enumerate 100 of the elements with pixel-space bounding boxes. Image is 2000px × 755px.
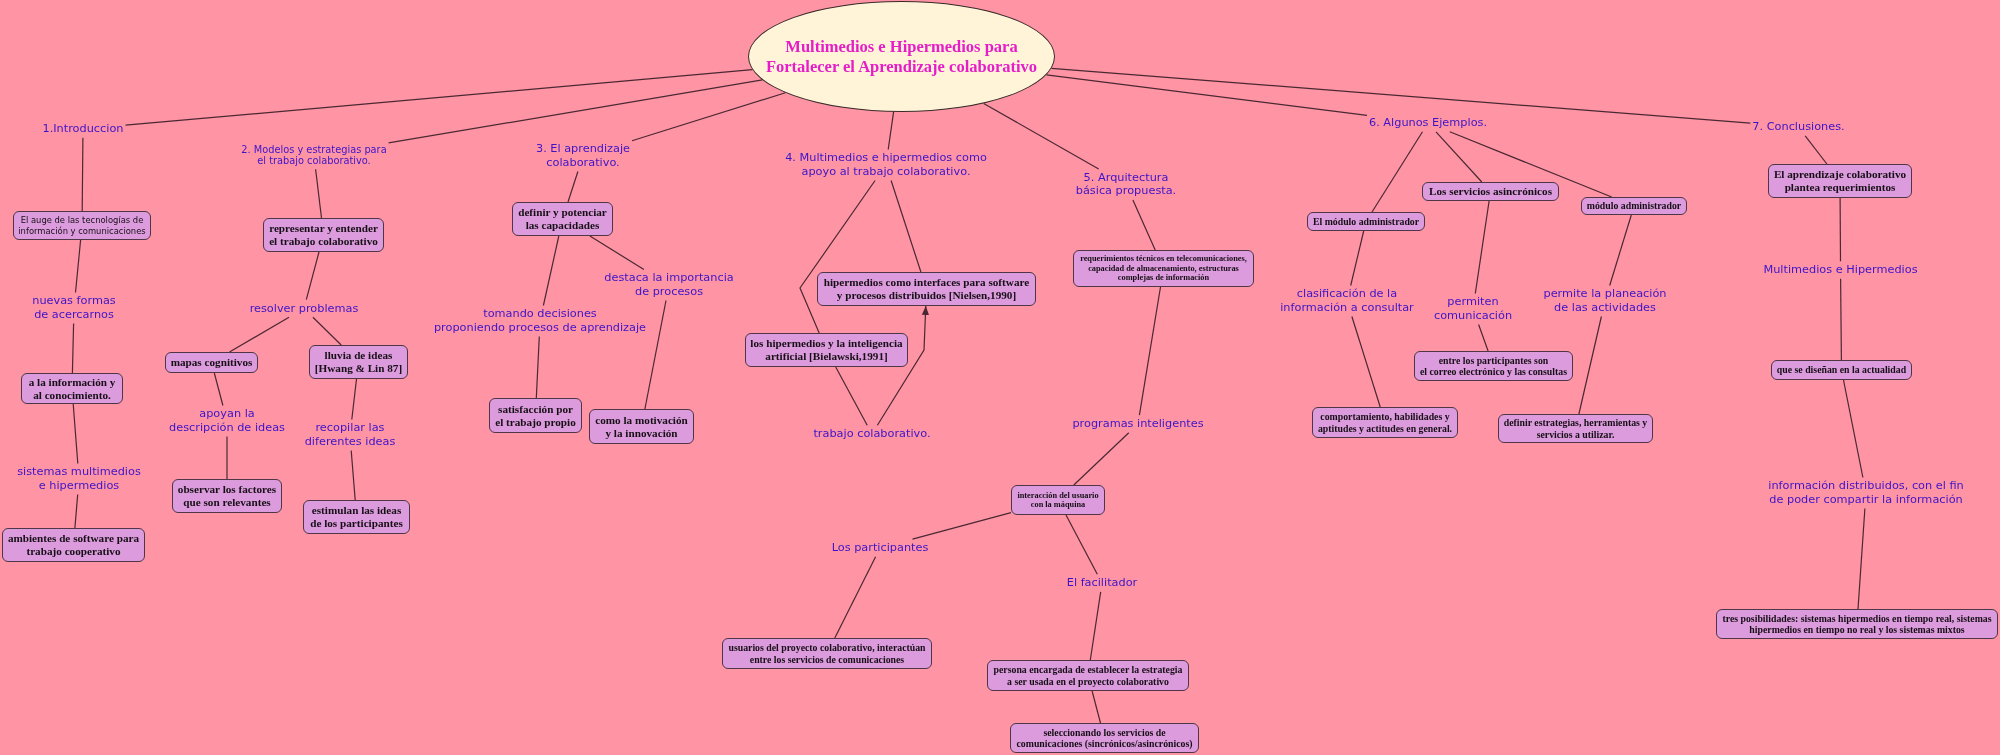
connector-line [834, 556, 877, 639]
concept-box [1010, 723, 1199, 753]
connector-line [1842, 379, 1864, 479]
concept-box [589, 409, 694, 444]
concept-text: entre los participantes son el correo electrónico y las consultas [1420, 354, 1567, 378]
connector-line [1609, 214, 1632, 287]
concept-text: ambientes de software para trabajo cooperativo [7, 532, 140, 558]
concept-text: como la motivación y la innovación [595, 413, 688, 440]
connector-line [1804, 135, 1828, 165]
concept-text: requerimientos técnicos en telecomunicaciones, capacidad de almacenamiento, estructuras complejas de información [1080, 254, 1247, 283]
concept-box [1307, 212, 1425, 231]
linking-phrase: apoyan la descripción de ideas [169, 407, 285, 435]
linking-phrase: 1.Introduccion [42, 122, 124, 136]
linking-phrase: trabajo colaborativo. [813, 427, 931, 441]
concept-box [13, 211, 151, 240]
concept-text: representar y entender el trabajo colaborativo [269, 222, 378, 248]
connector-line [1435, 131, 1483, 183]
concept-box [1422, 182, 1559, 201]
linking-phrase: información distribuidos, con el fin de poder compartir la información [1768, 479, 1964, 507]
concept-box [722, 638, 932, 669]
concept-text: definir estrategias, herramientas y servicios a utilizar. [1503, 417, 1648, 440]
linking-phrase: El facilitador [1066, 576, 1138, 590]
concept-box [1771, 360, 1912, 380]
linking-phrase: destaca la importancia de procesos [604, 271, 734, 299]
connector-line [1839, 197, 1842, 262]
concept-text: El auge de las tecnologías de información y comunicaciones [18, 215, 146, 236]
connector-line [72, 403, 79, 465]
concept-text: seleccionando los servicios de comunicaciones (sincrónicos/asincrónicos) [1016, 726, 1193, 750]
linking-phrase: 2. Modelos y estrategias para el trabajo colaborativo. [241, 143, 387, 168]
concept-box [303, 500, 410, 534]
linking-phrase: permite la planeación de las actividades [1543, 287, 1667, 315]
connector-line [644, 299, 667, 410]
connector-line [351, 378, 358, 421]
connector-line [228, 316, 290, 353]
concept-text: mapas cognitivos [170, 356, 253, 369]
concept-box [21, 373, 123, 404]
connector-line [74, 239, 82, 294]
linking-phrase: resolver problemas [249, 301, 359, 316]
concept-box [1011, 485, 1105, 515]
concept-text: interacción del usuario con la máquina [1017, 490, 1099, 510]
connector-line [535, 335, 540, 399]
concept-text: definir y potenciar las capacidades [518, 206, 607, 232]
concept-box [263, 218, 384, 252]
concept-box [165, 352, 258, 373]
concept-text: lluvia de ideas [Hwang & Lin 87] [314, 349, 403, 375]
concept-text: observar los factores que son relevantes [177, 483, 277, 509]
concept-box [1581, 197, 1687, 215]
connector-line [567, 170, 579, 203]
concept-text: estimulan las ideas de los participantes [310, 504, 403, 530]
connector-line [71, 322, 75, 374]
connector-line [983, 102, 1100, 170]
linking-phrase: Los participantes [831, 541, 929, 555]
connector-line [305, 251, 320, 301]
connector-line [1138, 286, 1162, 416]
linking-phrase: permiten comunicación [1433, 295, 1513, 323]
connector-line [124, 69, 753, 126]
connector-line [1132, 199, 1156, 251]
concept-box [489, 398, 582, 433]
concept-box [987, 660, 1189, 691]
topic-title: Multimedios e Hipermedios para Fortalecer el Aprendizaje colaborativo [765, 36, 1038, 77]
concept-box [512, 202, 613, 236]
concept-text: El módulo administrador [1312, 215, 1420, 228]
linking-phrase: Multimedios e Hipermedios [1763, 263, 1918, 277]
concept-text: que se diseñan en la actualidad [1776, 364, 1907, 376]
linking-phrase: 3. El aprendizaje colaborativo. [535, 142, 631, 170]
linking-phrase: 4. Multimedios e hipermedios como apoyo al trabajo colaborativo. [785, 151, 987, 179]
connector-line [835, 366, 868, 426]
linking-phrase: nuevas formas de acercarnos [32, 294, 116, 322]
connector-line [890, 179, 922, 273]
connector-line [312, 316, 342, 346]
connector-line [1474, 200, 1490, 295]
concept-text: módulo administrador [1586, 200, 1682, 212]
concept-text: persona encargada de establecer la estrategia a ser usada en el proyecto colaborativo [993, 664, 1183, 687]
connector-line [1073, 432, 1130, 486]
connector-line [1449, 131, 1613, 198]
connector-line [74, 493, 79, 529]
connector-line [350, 449, 356, 501]
linking-phrase: 7. Conclusiones. [1752, 120, 1845, 134]
concept-text: tres posibilidades: sistemas hipermedios en tiempo real, sistemas hipermedios en tiempo no real y los sistemas mixtos [1722, 612, 1992, 636]
concept-text: hipermedios como interfaces para software y procesos distribuidos [Nielsen,1990] [823, 276, 1030, 302]
concept-box [1073, 250, 1254, 287]
linking-phrase: tomando decisiones proponiendo procesos de aprendizaje [433, 307, 647, 335]
connector-line [1091, 690, 1102, 724]
concept-text: usuarios del proyecto colaborativo, interactúan entre los servicios de comunicaciones [728, 642, 926, 665]
linking-phrase: sistemas multimedios e hipermedios [17, 465, 141, 493]
connector-line [911, 512, 1012, 540]
concept-box [817, 272, 1036, 306]
arrow [876, 305, 930, 426]
concept-text: comportamiento, habilidades y aptitudes y actitudes en general. [1317, 411, 1453, 434]
connector-line [1840, 278, 1842, 361]
connector-line [589, 235, 645, 271]
connector-line [315, 168, 323, 219]
concept-text: Los servicios asincrónicos [1428, 185, 1553, 198]
connector-line [388, 79, 763, 144]
connector-line [1578, 315, 1602, 415]
concept-text: a la información y al conocimiento. [28, 375, 116, 402]
connector-line [213, 372, 224, 407]
concept-text: satisfacción por el trabajo propio [495, 402, 576, 429]
connector-line [631, 92, 786, 142]
concept-text: los hipermedios y la inteligencia artificial [Bielawski,1991] [750, 337, 903, 363]
